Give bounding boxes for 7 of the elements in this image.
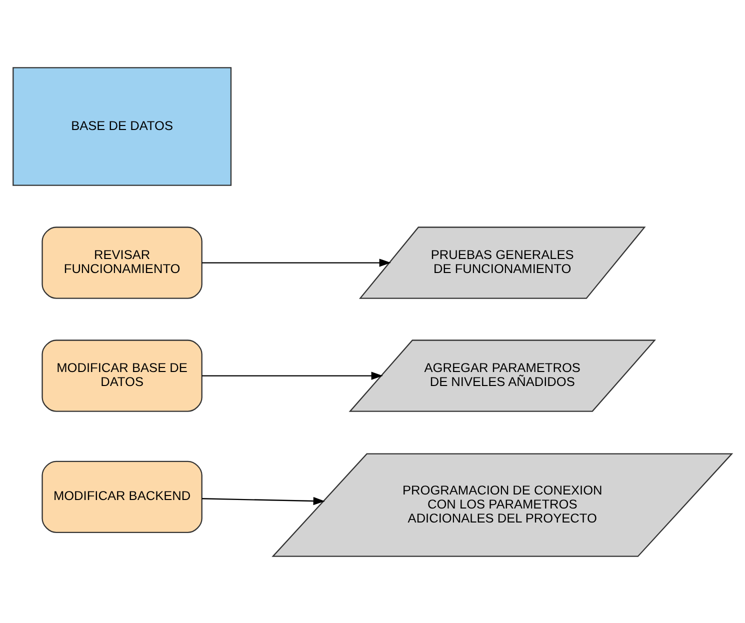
node-box: MODIFICAR BACKEND <box>42 460 202 533</box>
arrow <box>202 496 325 505</box>
node-box: MODIFICAR BASE DE DATOS <box>42 339 202 412</box>
node-box: BASE DE DATOS <box>12 66 232 186</box>
arrow <box>202 258 391 266</box>
node-box: REVISAR FUNCIONAMIENTO <box>42 226 202 298</box>
arrow <box>202 371 383 380</box>
